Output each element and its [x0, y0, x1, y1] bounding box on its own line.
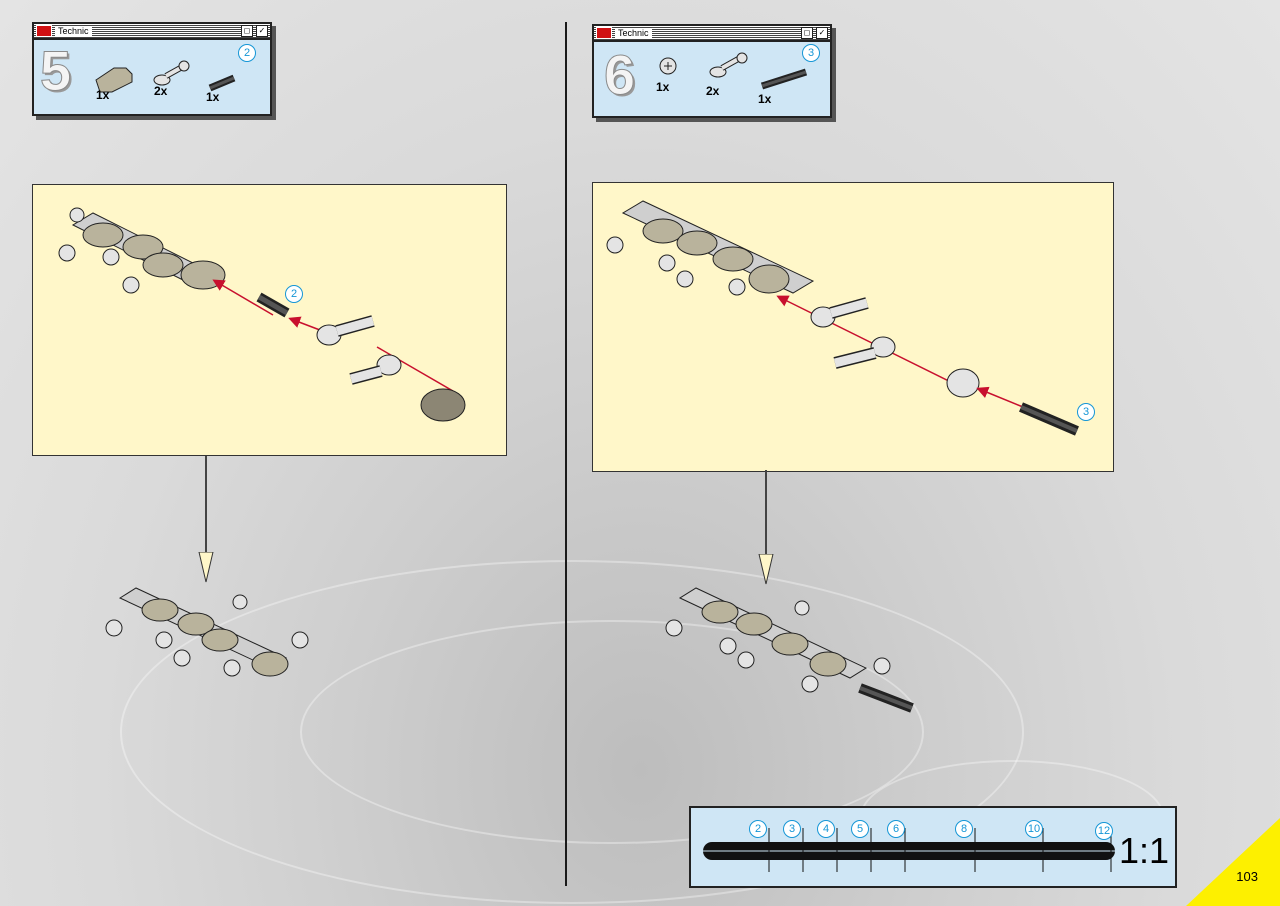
- down-arrow-step-5: [205, 456, 207, 556]
- window-title-bar: Technic ◻ ✓: [34, 24, 270, 40]
- scale-mark: 6: [887, 820, 905, 838]
- lego-logo-icon: [36, 25, 52, 37]
- axle-pin-part-icon: [153, 60, 190, 86]
- axle-part: [1019, 402, 1079, 436]
- bush-part: [946, 368, 980, 398]
- axle-length-scale: 2 3 4 5 6 8 10 12 1:1: [689, 806, 1177, 888]
- result-assembly-step-6: [665, 587, 914, 713]
- step-number: 5: [39, 39, 72, 103]
- check-icon: ✓: [256, 25, 268, 37]
- zoom-icon: ◻: [241, 25, 253, 37]
- sub-assembly: [58, 207, 226, 294]
- parts-illustration: [659, 52, 808, 90]
- scale-mark: 12: [1095, 822, 1113, 840]
- scale-mark: 4: [817, 820, 835, 838]
- axle-part-icon: [760, 68, 808, 90]
- page-number: 103: [1236, 869, 1258, 884]
- axle-pin-part: [810, 297, 869, 328]
- window-title-bar: Technic ◻ ✓: [594, 26, 830, 42]
- part-quantity: 2x: [706, 84, 720, 98]
- scale-label: 1:1: [1118, 830, 1169, 871]
- parts-list-step-6: Technic ◻ ✓ 6 3 1x 2x 1x: [592, 24, 832, 118]
- page-corner-tab: [1186, 818, 1280, 906]
- part-quantity: 1x: [206, 90, 220, 104]
- part-quantity: 1x: [758, 92, 772, 106]
- assembly-illustration: [58, 207, 466, 422]
- scale-mark: 8: [955, 820, 973, 838]
- scale-mark: 10: [1025, 820, 1043, 838]
- scale-mark: 5: [851, 820, 869, 838]
- callout-badge: 2: [285, 285, 303, 303]
- callout-badge: 3: [1077, 403, 1095, 421]
- axle-pin-part: [316, 315, 375, 346]
- axle-pin-part-icon: [709, 52, 748, 78]
- part-quantity: 1x: [656, 80, 670, 94]
- down-arrow-head: [758, 554, 774, 585]
- step-number: 6: [603, 43, 636, 107]
- length-badge: 2: [238, 44, 256, 62]
- result-assembly-step-5: [105, 587, 309, 677]
- bush-part-icon: [659, 57, 677, 75]
- background-ring: [300, 620, 924, 844]
- part-quantity: 2x: [154, 84, 168, 98]
- scale-ruler: [703, 828, 1115, 872]
- scale-mark: 2: [749, 820, 767, 838]
- bush-part: [420, 388, 466, 422]
- background-ring: [120, 560, 1024, 904]
- page-divider: [565, 22, 567, 886]
- axle-pin-part: [349, 354, 402, 385]
- assembly-panel-step-6: 3: [592, 182, 1114, 472]
- lego-logo-icon: [596, 27, 612, 39]
- axle-pin-part: [833, 336, 896, 369]
- down-arrow-step-6: [765, 470, 767, 558]
- parts-illustration: [95, 60, 236, 93]
- parts-list-step-5: Technic ◻ ✓ 5 2 1x 2x 1x: [32, 22, 272, 116]
- check-icon: ✓: [816, 27, 828, 39]
- window-title: Technic: [55, 25, 92, 37]
- window-title: Technic: [615, 27, 652, 39]
- axle-part: [256, 292, 290, 318]
- part-quantity: 1x: [96, 88, 110, 102]
- axle-part-icon: [208, 74, 236, 92]
- scale-mark: 3: [783, 820, 801, 838]
- assembly-illustration: [606, 200, 1079, 436]
- length-badge: 3: [802, 44, 820, 62]
- zoom-icon: ◻: [801, 27, 813, 39]
- assembly-panel-step-5: 2: [32, 184, 507, 456]
- liftarm-part-icon: [95, 67, 133, 93]
- sub-assembly: [606, 200, 815, 296]
- down-arrow-head: [198, 552, 214, 583]
